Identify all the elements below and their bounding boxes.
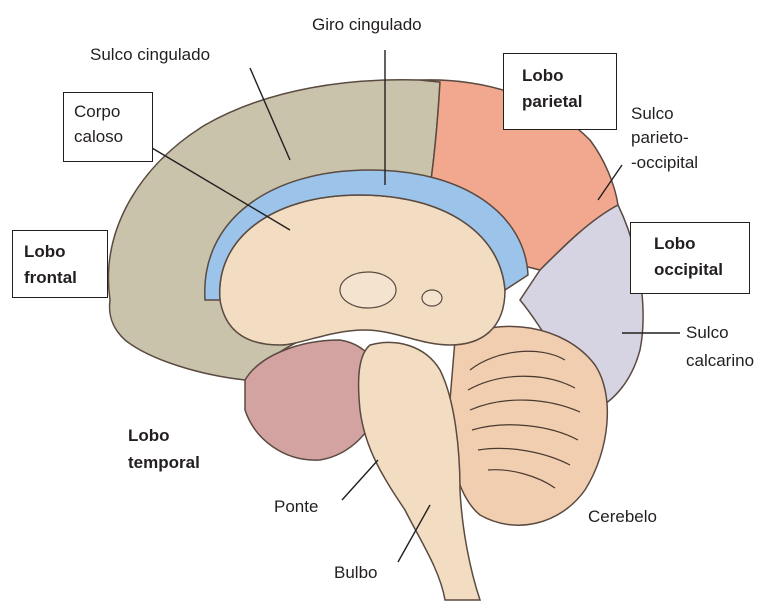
label-sulco-calcarino-2: calcarino — [686, 351, 755, 370]
label-sulco-parieto-2: parieto- — [631, 128, 689, 147]
box-lobo-frontal — [12, 230, 108, 298]
box-corpo-caloso — [63, 92, 153, 162]
label-sulco-cingulado: Sulco cingulado — [90, 45, 211, 64]
label-lobo-parietal-2: parietal — [522, 92, 583, 111]
label-corpo-caloso-2: caloso — [74, 127, 124, 146]
brainstem-region — [357, 341, 482, 601]
label-bulbo: Bulbo — [334, 563, 378, 582]
label-sulco-calcarino-1: Sulco — [686, 323, 729, 342]
box-lobo-parietal — [503, 53, 617, 130]
pineal-detail — [421, 289, 443, 307]
label-lobo-occipital-1: Lobo — [654, 234, 696, 253]
leader-lines — [151, 50, 680, 563]
arbor-vitae — [467, 350, 581, 489]
cingulate-band — [204, 169, 529, 301]
label-sulco-parieto-3: -occipital — [631, 153, 699, 172]
label-lobo-temporal-1: Lobo — [128, 426, 170, 445]
label-lobo-frontal-2: frontal — [24, 268, 77, 287]
label-sulco-parieto-1: Sulco — [631, 104, 674, 123]
label-lobo-parietal-1: Lobo — [522, 66, 564, 85]
label-lobo-occipital-2: occipital — [654, 260, 723, 279]
label-lobo-temporal-2: temporal — [128, 453, 200, 472]
label-lobo-frontal-1: Lobo — [24, 242, 66, 261]
label-corpo-caloso-1: Corpo — [74, 102, 121, 121]
label-ponte: Ponte — [274, 497, 319, 516]
box-lobo-occipital — [630, 222, 750, 294]
midbrain-detail — [339, 271, 397, 309]
label-cerebelo: Cerebelo — [588, 507, 657, 526]
label-giro-cingulado: Giro cingulado — [312, 15, 422, 34]
